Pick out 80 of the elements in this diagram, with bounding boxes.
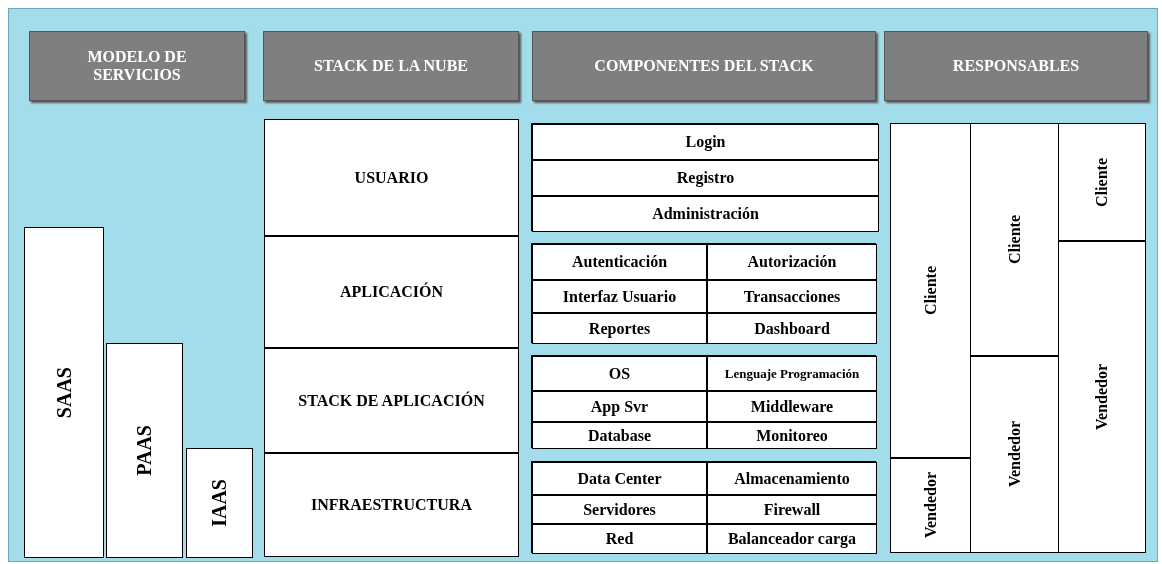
cell-label: Cliente (1005, 215, 1024, 264)
table-cell (532, 244, 707, 280)
table-cell (532, 422, 707, 449)
cell-label: Reportes (588, 319, 651, 338)
cell-label: Cliente (921, 266, 940, 315)
cell-label: Dashboard (754, 319, 830, 338)
header-box (29, 31, 245, 101)
header-box (263, 31, 519, 101)
cell-label: Database (587, 426, 652, 445)
cell-label: Vendedor (921, 472, 940, 539)
cell-label: Administración (652, 205, 759, 223)
service-label: SAAS (52, 366, 76, 419)
cell-label: Vendedor (1093, 363, 1111, 431)
cell-label: Firewall (763, 500, 821, 519)
table-cell (707, 422, 877, 449)
table-cell (707, 495, 877, 524)
cell-label: USUARIO (354, 168, 429, 187)
table-cell (890, 123, 971, 458)
header-label: STACK DE LA NUBE (314, 57, 468, 75)
table-cell (532, 391, 707, 422)
table-cell (1058, 123, 1146, 241)
cell-label: Interfaz Usuario (562, 287, 677, 306)
table-panel (531, 355, 876, 448)
cell-label: Vendedor (1005, 421, 1024, 488)
header-box (884, 31, 1148, 101)
table-cell (532, 356, 707, 391)
table-cell (532, 313, 707, 344)
table-cell (532, 524, 707, 554)
table-cell (890, 458, 971, 553)
table-cell (707, 524, 877, 554)
cell-label: Lenguaje Programación (724, 367, 860, 380)
cell-label: Red (605, 530, 634, 548)
cell-label: Monitoreo (756, 426, 828, 445)
cell-label: App Svr (590, 397, 649, 416)
table-cell (532, 160, 879, 196)
table-cell (1058, 241, 1146, 553)
header-label: MODELO DE SERVICIOS (86, 48, 188, 84)
table-cell (264, 119, 519, 236)
table-cell (970, 356, 1059, 553)
cell-label: Servidores (583, 500, 656, 519)
table-cell (264, 236, 519, 348)
service-label: IAAS (208, 479, 231, 527)
cell-label: OS (608, 364, 631, 383)
cell-label: APLICACIÓN (339, 283, 444, 301)
cell-label: Balanceador carga (727, 530, 857, 548)
cell-label: Autorización (747, 253, 837, 271)
cell-label: STACK DE APLICACIÓN (298, 391, 485, 410)
cell-label: Registro (676, 169, 735, 187)
header-label: COMPONENTES DEL STACK (594, 57, 814, 75)
service-bar (186, 448, 253, 558)
cell-label: Transacciones (743, 287, 841, 306)
table-panel (531, 123, 878, 231)
cell-label: Login (685, 133, 726, 151)
table-cell (532, 196, 879, 232)
table-cell (707, 462, 877, 495)
table-cell (532, 280, 707, 313)
table-cell (970, 123, 1059, 356)
table-cell (532, 124, 879, 160)
table-cell (707, 244, 877, 280)
table-cell (707, 280, 877, 313)
cell-label: INFRAESTRUCTURA (311, 496, 472, 514)
cell-label: Data Center (577, 469, 662, 488)
table-panel (531, 243, 876, 343)
table-cell (532, 495, 707, 524)
service-bar (106, 343, 183, 558)
table-cell (264, 348, 519, 453)
service-bar (24, 227, 104, 558)
cell-label: Middleware (750, 397, 834, 416)
service-label: PAAS (133, 425, 156, 476)
table-cell (707, 313, 877, 344)
cell-label: Cliente (1093, 157, 1111, 207)
table-panel (531, 461, 876, 553)
table-cell (264, 453, 519, 557)
header-box (532, 31, 876, 101)
cell-label: Almacenamiento (734, 469, 850, 488)
table-cell (707, 356, 877, 391)
table-cell (532, 462, 707, 495)
header-label: RESPONSABLES (952, 57, 1080, 75)
table-cell (707, 391, 877, 422)
cell-label: Autenticación (571, 253, 668, 271)
